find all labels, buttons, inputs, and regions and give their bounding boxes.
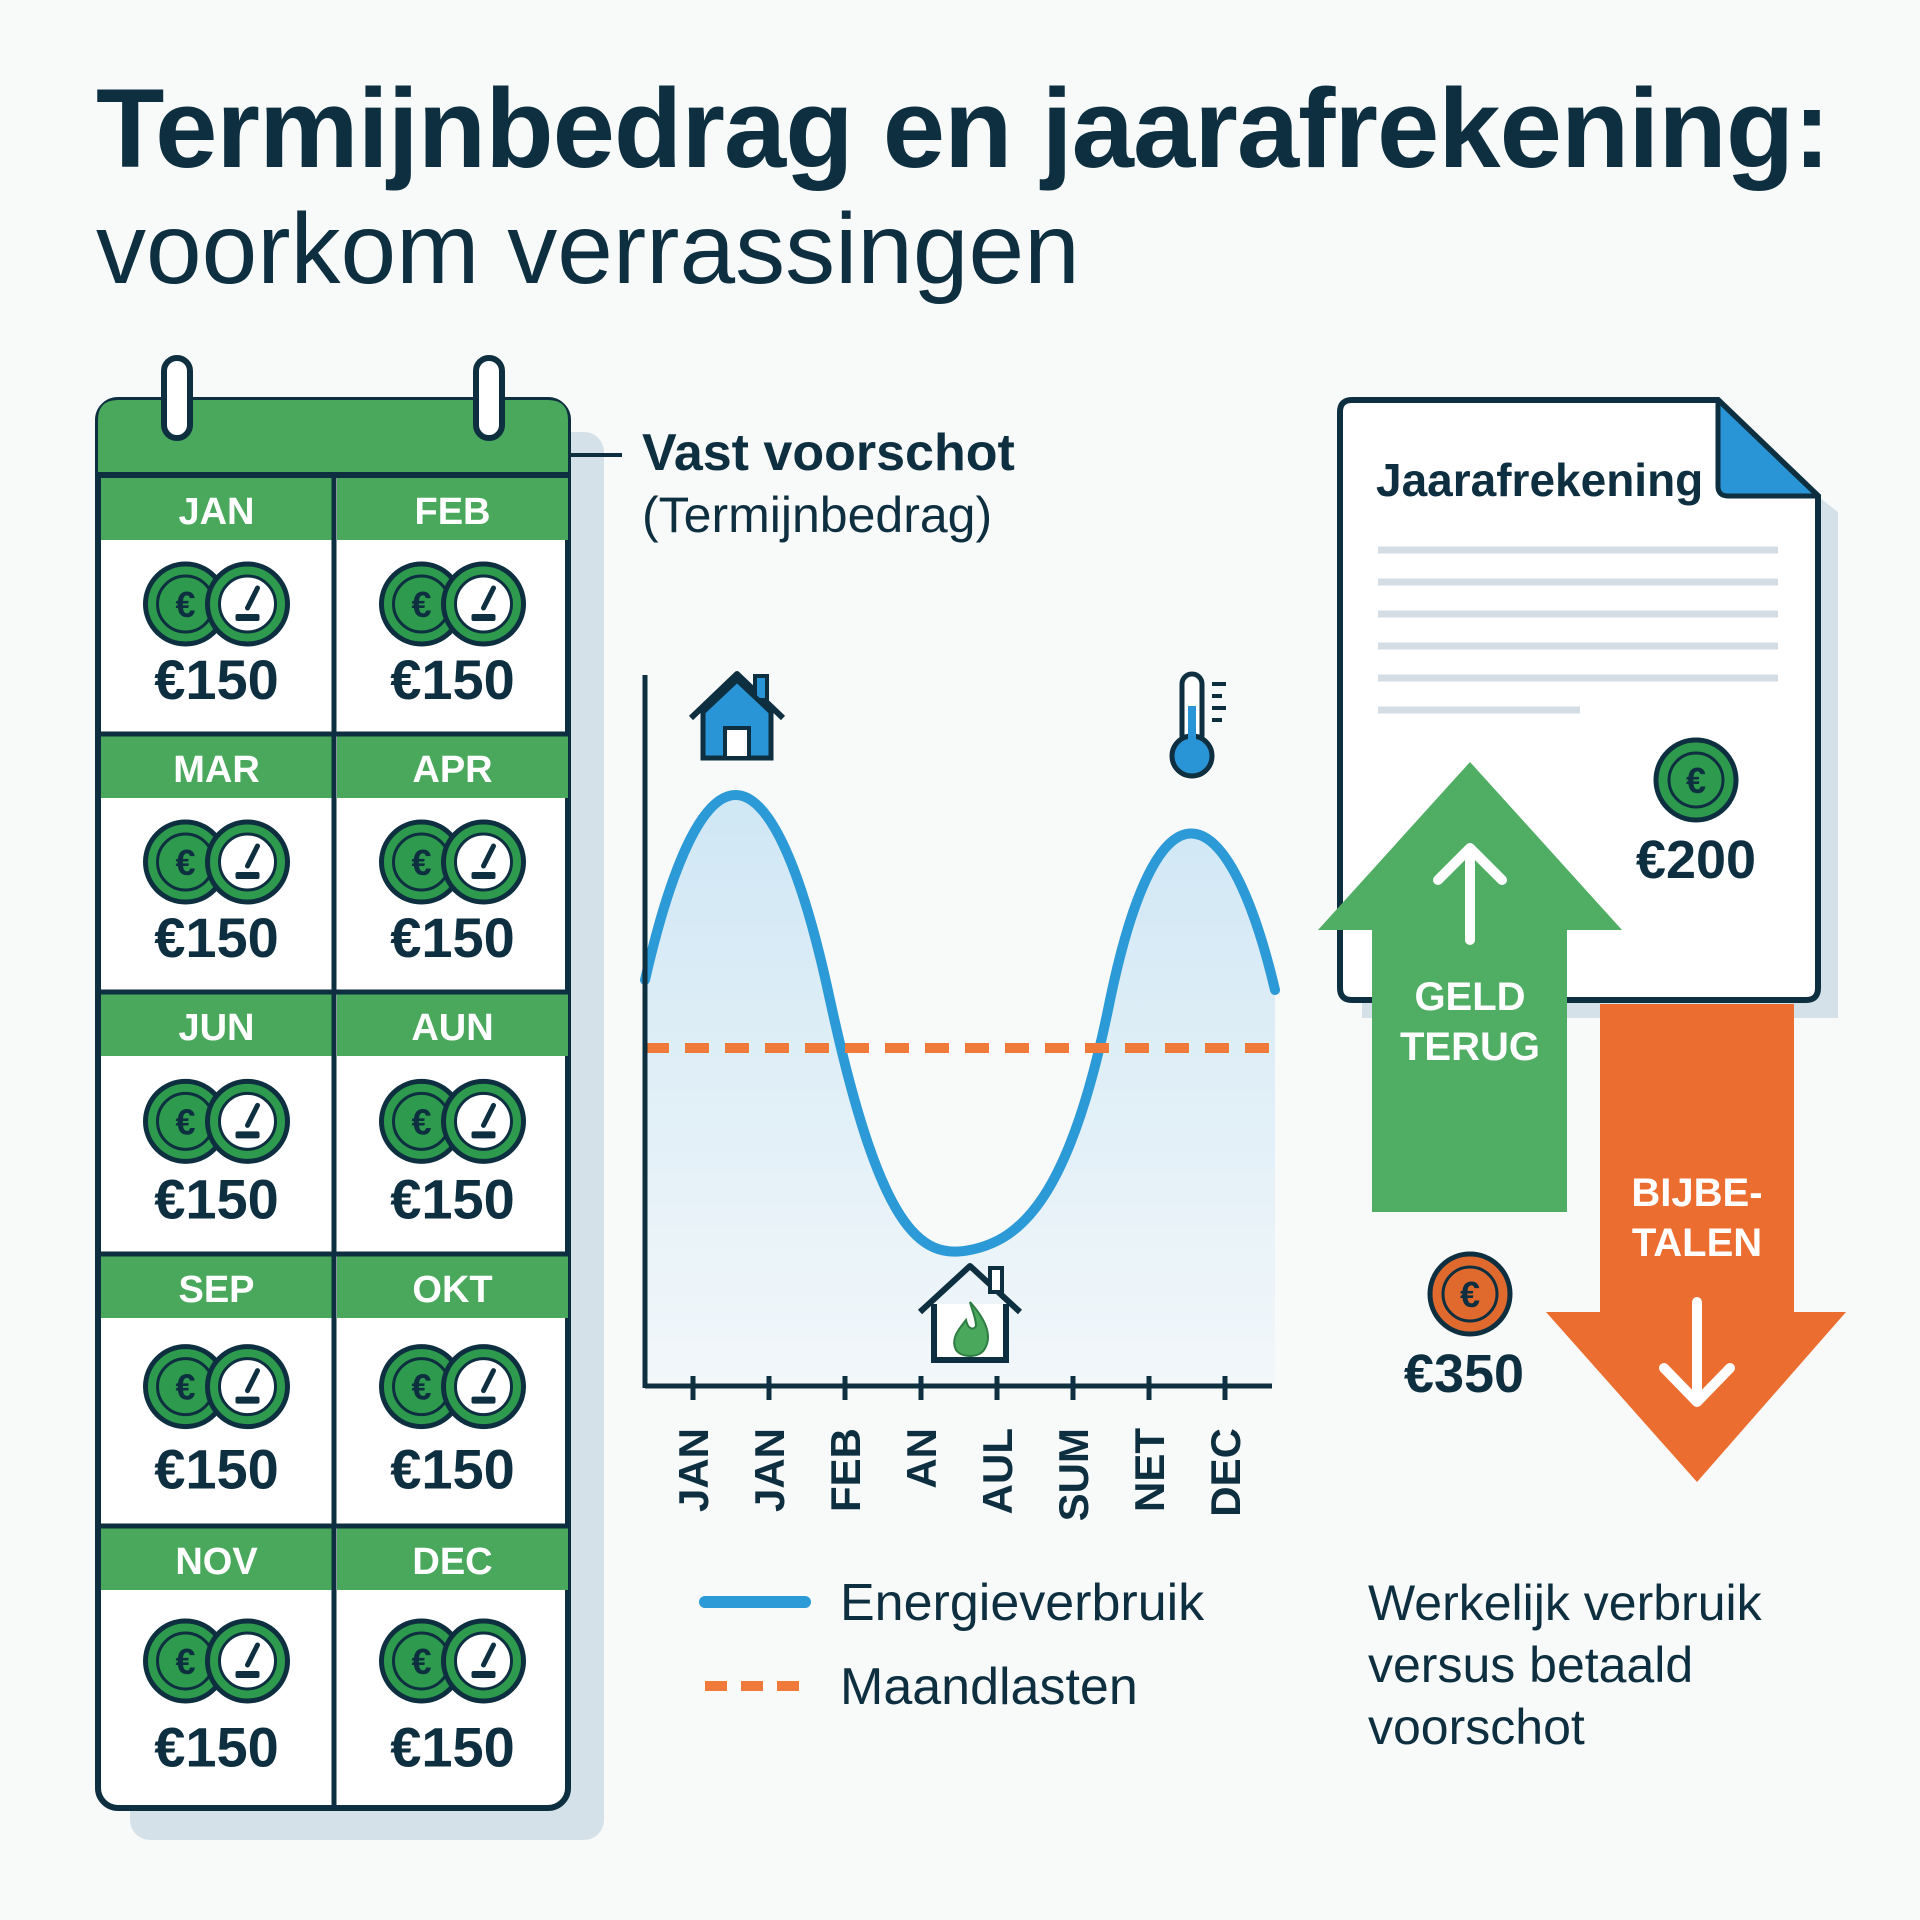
page-title: Termijnbedrag en jaarafrekening: bbox=[96, 66, 1831, 191]
arrow-up-icon bbox=[1433, 843, 1507, 945]
month-amount: €150 bbox=[390, 1438, 515, 1501]
month-amount: €150 bbox=[390, 906, 515, 969]
month-label: JUN bbox=[178, 1007, 254, 1049]
extra-coin-icon: € bbox=[1427, 1251, 1513, 1337]
summary-note: Werkelijk verbruik versus betaald voorsc… bbox=[1368, 1575, 1763, 1755]
month-amount: €150 bbox=[154, 1167, 279, 1230]
document-corner-fold bbox=[1715, 397, 1821, 499]
summary-line-3: voorschot bbox=[1368, 1699, 1585, 1755]
month-header-bar bbox=[337, 736, 568, 798]
x-axis-label: SUM bbox=[1050, 1428, 1097, 1521]
coin-meter-icon bbox=[146, 822, 288, 902]
month-amount: €150 bbox=[154, 906, 279, 969]
payment-calendar: JAN€150FEB€150MAR€150APR€150JUN€150AUN€1… bbox=[95, 355, 604, 1840]
summary-line-2: versus betaald bbox=[1368, 1637, 1693, 1693]
calendar-month-cell: AUN €150 bbox=[98, 989, 568, 1230]
house-flame-icon bbox=[917, 1263, 1023, 1363]
x-axis-label: AN bbox=[898, 1428, 945, 1489]
month-header-bar bbox=[337, 1528, 568, 1590]
summary-line-1: Werkelijk verbruik bbox=[1368, 1575, 1763, 1631]
coin-meter-icon bbox=[382, 822, 524, 902]
extra-amount: €350 bbox=[1404, 1344, 1524, 1404]
annual-statement: Jaarafrekening € €200 BIJBE- TALEN bbox=[1318, 397, 1846, 1482]
calendar-month-cell: OKT €150 bbox=[98, 1251, 568, 1501]
coin-meter-icon bbox=[382, 1621, 524, 1701]
month-label: APR bbox=[412, 749, 492, 791]
x-axis-label: JAN bbox=[746, 1428, 793, 1512]
month-amount: €150 bbox=[154, 648, 279, 711]
month-label: MAR bbox=[173, 749, 260, 791]
month-header-bar bbox=[101, 478, 332, 540]
calendar-month-cell: APR €150 bbox=[98, 731, 568, 969]
extra-arrow-line2: TALEN bbox=[1632, 1221, 1762, 1265]
month-amount: €150 bbox=[154, 1438, 279, 1501]
extra-payment-arrow: BIJBE- TALEN bbox=[1546, 1004, 1846, 1482]
x-axis-label: AUL bbox=[974, 1428, 1021, 1514]
arrow-down-icon bbox=[1659, 1297, 1735, 1407]
calendar-month-cell: SEP €150 bbox=[98, 1251, 568, 1501]
refund-arrow: GELD TERUG bbox=[1318, 762, 1622, 1212]
refund-coin-icon: € bbox=[1653, 737, 1739, 823]
month-label: DEC bbox=[412, 1541, 492, 1583]
coin-meter-icon bbox=[146, 564, 288, 644]
coin-meter-icon bbox=[382, 1081, 524, 1161]
house-icon bbox=[688, 671, 786, 761]
calendar-top-bar bbox=[98, 400, 568, 475]
legend-usage-label: Energieverbruik bbox=[840, 1574, 1205, 1632]
month-header-bar bbox=[337, 994, 568, 1056]
month-header-bar bbox=[337, 478, 568, 540]
callout-subtitle: (Termijnbedrag) bbox=[642, 487, 992, 543]
refund-arrow-line2: TERUG bbox=[1400, 1025, 1540, 1069]
calendar-month-cell: JAN €150 bbox=[101, 478, 332, 711]
month-label: OKT bbox=[412, 1269, 492, 1311]
month-amount: €150 bbox=[154, 1715, 279, 1778]
usage-area bbox=[645, 795, 1275, 1385]
coin-meter-icon bbox=[146, 1621, 288, 1701]
month-label: NOV bbox=[175, 1541, 258, 1583]
month-header-bar bbox=[101, 1256, 332, 1318]
page-subtitle: voorkom verrassingen bbox=[96, 193, 1080, 305]
calendar-month-cell: FEB €150 bbox=[337, 478, 568, 711]
month-label: AUN bbox=[411, 1007, 493, 1049]
svg-text:€: € bbox=[1686, 760, 1706, 801]
month-header-bar bbox=[101, 994, 332, 1056]
x-axis-label: DEC bbox=[1202, 1428, 1249, 1517]
extra-arrow-line1: BIJBE- bbox=[1631, 1171, 1762, 1215]
document-text-lines bbox=[1378, 546, 1778, 714]
callout-title: Vast voorschot bbox=[642, 424, 1015, 482]
month-amount: €150 bbox=[390, 648, 515, 711]
x-axis-label: JAN bbox=[670, 1428, 717, 1512]
x-axis-label: FEB bbox=[822, 1428, 869, 1512]
month-header-bar bbox=[337, 1256, 568, 1318]
coin-meter-icon bbox=[146, 1347, 288, 1427]
calendar-ring-right bbox=[473, 355, 505, 441]
statement-title: Jaarafrekening bbox=[1376, 454, 1703, 506]
refund-arrow-line1: GELD bbox=[1414, 975, 1525, 1019]
calendar-ring-left bbox=[161, 355, 193, 441]
month-label: SEP bbox=[178, 1269, 254, 1311]
usage-chart: JAN JAN FEB AN AUL SUM NET DEC bbox=[640, 671, 1280, 1521]
usage-line bbox=[640, 790, 1280, 1257]
thermometer-icon bbox=[1169, 671, 1226, 779]
month-amount: €150 bbox=[390, 1715, 515, 1778]
x-axis-label: NET bbox=[1126, 1428, 1173, 1512]
month-label: JAN bbox=[178, 491, 254, 533]
legend-advance-label: Maandlasten bbox=[840, 1658, 1138, 1716]
coin-meter-icon bbox=[382, 564, 524, 644]
month-label: FEB bbox=[415, 491, 491, 533]
coin-meter-icon bbox=[382, 1347, 524, 1427]
month-header-bar bbox=[101, 1528, 332, 1590]
month-amount: €150 bbox=[390, 1167, 515, 1230]
chart-legend: Energieverbruik Maandlasten bbox=[699, 1574, 1205, 1716]
month-header-bar bbox=[101, 736, 332, 798]
svg-text:€: € bbox=[1460, 1274, 1480, 1315]
refund-amount: €200 bbox=[1636, 830, 1756, 890]
coin-meter-icon bbox=[146, 1081, 288, 1161]
advance-callout: Vast voorschot (Termijnbedrag) bbox=[568, 424, 1015, 543]
